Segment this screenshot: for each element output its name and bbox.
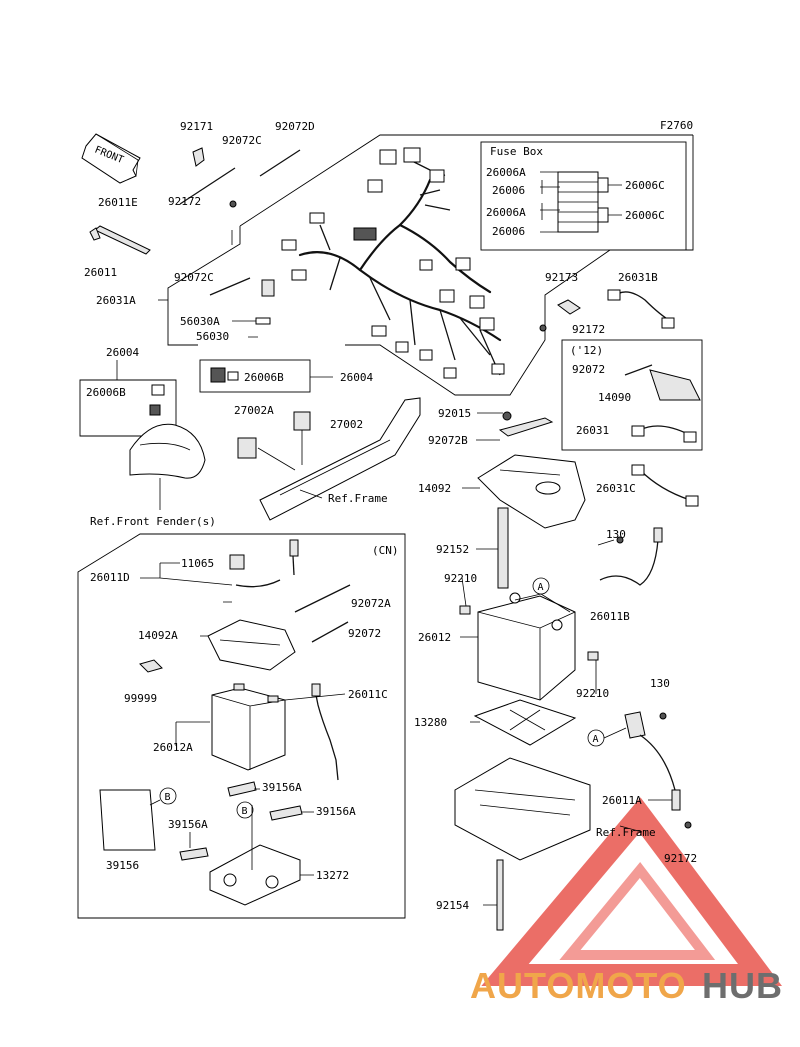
ref-frame-2: Ref.Frame [596,826,656,839]
part-39156A-2: 39156A [316,805,356,818]
part-26006C-1: 26006C [625,179,665,192]
relay-26006B-box [199,359,333,393]
part-26011C: 26011C [348,688,388,701]
part-26011D: 26011D [90,571,130,584]
part-130-bot: 130 [650,677,670,690]
part-92172-right: 92172 [572,323,605,336]
frame-relays-group [237,397,421,521]
part-26011B: 26011B [590,610,630,623]
part-92210-top: 92210 [444,572,477,585]
part-56030: 56030 [196,330,229,343]
part-92154: 92154 [436,899,469,912]
part-26004-main: 26004 [340,371,373,384]
part-26012: 26012 [418,631,451,644]
watermark-logo-icon [481,797,782,986]
part-92171: 92171 [180,120,213,133]
part-11065: 11065 [181,557,214,570]
part-26006-1: 26006 [492,184,525,197]
cn-variant-box [77,533,406,919]
part-26006-2: 26006 [492,225,525,238]
part-26011A: 26011A [602,794,642,807]
part-92172-top: 92172 [168,195,201,208]
top-left-small-parts [89,147,301,325]
part-26031: 26031 [576,424,609,437]
part-26031C: 26031C [596,482,636,495]
callout-b-2: B [242,806,248,817]
main-wire-harness [281,147,505,379]
part-92072: 92072 [572,363,605,376]
part-92072C-mid: 92072C [174,271,214,284]
part-92072D: 92072D [275,120,315,133]
part-92152: 92152 [436,543,469,556]
part-26011: 26011 [84,266,117,279]
part-27002: 27002 [330,418,363,431]
part-39156A-1: 39156A [262,781,302,794]
battery-case-group [454,411,692,931]
part-26031B: 26031B [618,271,658,284]
front-fender-group [79,360,206,510]
callout-a-bot: A [593,734,599,745]
front-arrow-icon [81,133,141,184]
part-92072C-top: 92072C [222,134,262,147]
part-26011E: 26011E [98,196,138,209]
part-92172-bot: 92172 [664,852,697,865]
part-92072A-cn: 92072A [351,597,391,610]
part-92015: 92015 [438,407,471,420]
ref-frame-1: Ref.Frame [328,492,388,505]
part-56030A: 56030A [180,315,220,328]
callout-a-top: A [538,582,544,593]
part-14092: 14092 [418,482,451,495]
part-26012A: 26012A [153,741,193,754]
part-14092A: 14092A [138,629,178,642]
part-92072B: 92072B [428,434,468,447]
right-top-parts [539,289,703,507]
part-26006A-1: 26006A [486,166,526,179]
watermark-text-part2: HUB [702,965,783,1006]
part-27002A: 27002A [234,404,274,417]
cn-label: (CN) [372,544,399,557]
part-26004-left: 26004 [106,346,139,359]
part-39156A-3: 39156A [168,818,208,831]
part-26006C-2: 26006C [625,209,665,222]
watermark-text-part1: AUTOMOTO [470,965,687,1006]
part-99999: 99999 [124,692,157,705]
part-92210-bot: 92210 [576,687,609,700]
fuse-box-inset [480,141,687,251]
part-26006B-main: 26006B [244,371,284,384]
variant-12-label: ('12) [570,344,603,357]
part-13272: 13272 [316,869,349,882]
part-26006B-left: 26006B [86,386,126,399]
part-26006A-2: 26006A [486,206,526,219]
part-14090: 14090 [598,391,631,404]
part-92072-cn: 92072 [348,627,381,640]
figure-code: F2760 [660,119,693,132]
fuse-box-title: Fuse Box [490,145,543,158]
ref-front-fender: Ref.Front Fender(s) [90,515,216,528]
part-13280: 13280 [414,716,447,729]
part-39156: 39156 [106,859,139,872]
part-130-top: 130 [606,528,626,541]
callout-b-1: B [165,792,171,803]
part-26031A: 26031A [96,294,136,307]
part-92173: 92173 [545,271,578,284]
